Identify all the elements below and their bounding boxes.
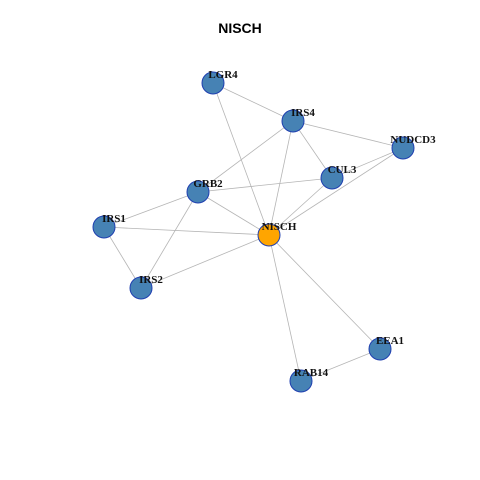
node-irs2: IRS2: [129, 274, 163, 300]
edge-nudcd3-cul3: [331, 147, 404, 179]
edge-cul3-nisch: [268, 177, 333, 236]
node-label-nudcd3: NUDCD3: [390, 134, 436, 146]
edge-grb2-irs2: [140, 191, 199, 289]
edge-nisch-eea1: [268, 234, 381, 350]
graph-title: NISCH: [218, 20, 262, 36]
edge-irs4-nudcd3: [292, 120, 404, 149]
node-circle-grb2: [186, 180, 210, 204]
edges-layer: [103, 82, 404, 382]
node-label-rab14: RAB14: [294, 367, 329, 379]
edge-lgr4-nisch: [212, 82, 270, 236]
node-nisch: NISCH: [257, 221, 297, 247]
node-cul3: CUL3: [320, 164, 357, 190]
node-circle-nisch: [257, 223, 281, 247]
node-rab14: RAB14: [289, 367, 329, 393]
node-irs4: IRS4: [281, 107, 315, 133]
node-label-irs2: IRS2: [139, 274, 163, 286]
edge-cul3-grb2: [197, 177, 333, 193]
node-circle-nudcd3: [391, 136, 415, 160]
node-label-eea1: EEA1: [376, 335, 404, 347]
node-label-nisch: NISCH: [262, 221, 297, 233]
edge-irs1-nisch: [103, 226, 270, 236]
node-circle-eea1: [368, 337, 392, 361]
node-grb2: GRB2: [186, 178, 223, 204]
node-eea1: EEA1: [368, 335, 404, 361]
edge-irs1-irs2: [103, 226, 142, 289]
node-circle-rab14: [289, 369, 313, 393]
edge-nisch-rab14: [268, 234, 302, 382]
edge-irs4-grb2: [197, 120, 294, 193]
nodes-layer: NISCH LGR4IRS4NUDCD3CUL3GRB2IRS1IRS2EEA1R…: [92, 69, 436, 393]
node-lgr4: LGR4: [201, 69, 238, 95]
node-circle-lgr4: [201, 71, 225, 95]
node-label-cul3: CUL3: [328, 164, 357, 176]
node-label-irs4: IRS4: [291, 107, 315, 119]
node-nudcd3: NUDCD3: [390, 134, 436, 160]
node-circle-irs4: [281, 109, 305, 133]
node-circle-irs2: [129, 276, 153, 300]
node-circle-cul3: [320, 166, 344, 190]
node-label-irs1: IRS1: [102, 213, 126, 225]
node-label-grb2: GRB2: [193, 178, 223, 190]
node-label-lgr4: LGR4: [208, 69, 238, 81]
edge-irs4-nisch: [268, 120, 294, 236]
edge-grb2-nisch: [197, 191, 270, 236]
node-circle-irs1: [92, 215, 116, 239]
edge-lgr4-irs4: [212, 82, 294, 122]
node-irs1: IRS1: [92, 213, 126, 239]
edge-nudcd3-nisch: [268, 147, 404, 236]
edge-irs4-cul3: [292, 120, 333, 179]
edge-irs2-nisch: [140, 234, 270, 289]
edge-eea1-rab14: [300, 348, 381, 382]
edge-grb2-irs1: [103, 191, 199, 228]
